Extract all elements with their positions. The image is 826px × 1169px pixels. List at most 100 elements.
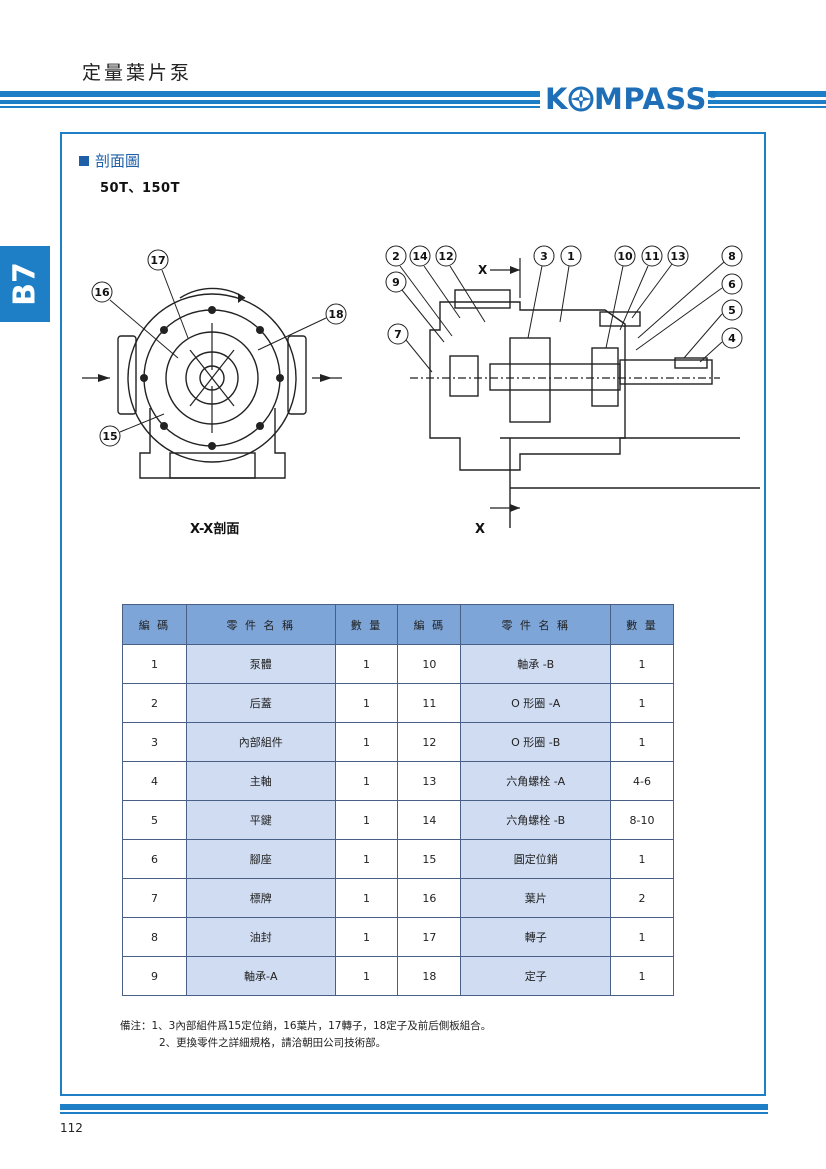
table-cell: 定子 [460, 956, 612, 996]
svg-text:11: 11 [644, 250, 659, 263]
svg-text:17: 17 [150, 254, 165, 267]
header-stripes-left [0, 91, 540, 113]
table-cell: 1 [334, 917, 399, 957]
logo-suffix: MPASS [593, 82, 707, 116]
table-cell: 9 [122, 956, 187, 996]
logo-prefix: K [545, 82, 568, 116]
header-part-name-2: 零 件 名 稱 [460, 604, 612, 645]
table-cell: 軸承 -B [460, 644, 612, 684]
svg-text:5: 5 [728, 304, 736, 317]
header-stripes-right [708, 91, 826, 113]
table-cell: 1 [334, 644, 399, 684]
chapter-tab: B7 [0, 246, 50, 322]
table-cell: 17 [397, 917, 462, 957]
svg-text:6: 6 [728, 278, 736, 291]
svg-text:12: 12 [438, 250, 453, 263]
footer-stripe-thin [60, 1112, 768, 1114]
model-label: 50T、150T [100, 181, 180, 196]
table-cell: 11 [397, 683, 462, 723]
table-cell: 1 [610, 683, 674, 723]
note-line-1: 備注：1、3內部組件爲15定位銷，16葉片，17轉子，18定子及前后側板組合。 [120, 1020, 492, 1032]
callout-6: 6 [635, 273, 743, 351]
seal-bolt [599, 311, 641, 327]
shaft-end [619, 359, 713, 385]
cross-section-drawing: 17 16 18 15 X 2 14 12 3 1 10 11 13 8 9 [82, 245, 760, 537]
svg-text:13: 13 [670, 250, 685, 263]
footer-stripe [60, 1104, 768, 1110]
table-cell: 2 [610, 878, 674, 918]
content-frame [60, 132, 766, 1096]
table-cell: 1 [334, 761, 399, 801]
header-qty: 數 量 [334, 604, 399, 645]
table-cell: 13 [397, 761, 462, 801]
header-part-name: 零 件 名 稱 [185, 604, 336, 645]
svg-text:9: 9 [392, 276, 400, 289]
page-number: 112 [60, 1121, 83, 1135]
table-cell: 腳座 [185, 839, 336, 879]
table-cell: 主軸 [185, 761, 336, 801]
bearing-b [591, 347, 619, 407]
header-qty-2: 數 量 [610, 604, 674, 645]
table-cell: 后蓋 [185, 683, 336, 723]
foot-center [169, 452, 256, 479]
registered-mark: ® [707, 90, 719, 102]
svg-text:4: 4 [728, 332, 736, 345]
table-cell: 標牌 [185, 878, 336, 918]
header-code: 編 碼 [122, 604, 187, 645]
callout-13: 13 [631, 245, 689, 319]
table-header-row: 編 碼 零 件 名 稱 數 量 編 碼 零 件 名 稱 數 量 [122, 604, 674, 645]
table-cell: 葉片 [460, 878, 612, 918]
table-cell: 1 [610, 956, 674, 996]
rear-bolt [454, 289, 511, 309]
section-marker-x: X [478, 263, 488, 277]
table-cell: 10 [397, 644, 462, 684]
callout-11: 11 [619, 245, 663, 331]
square-bullet-icon [79, 156, 89, 166]
table-cell: 1 [334, 800, 399, 840]
table-cell: O 形圈 -A [460, 683, 612, 723]
cartridge [509, 337, 551, 423]
bearing-a [449, 355, 479, 397]
svg-text:7: 7 [394, 328, 402, 341]
callout-3: 3 [527, 245, 555, 339]
left-port-flange [117, 335, 137, 415]
table-cell: O 形圈 -B [460, 722, 612, 762]
header-code-2: 編 碼 [397, 604, 462, 645]
table-cell: 16 [397, 878, 462, 918]
table-cell: 18 [397, 956, 462, 996]
svg-text:10: 10 [617, 250, 633, 263]
right-port-flange [287, 335, 307, 415]
table-cell: 1 [334, 878, 399, 918]
callout-12: 12 [435, 245, 486, 323]
table-cell: 3 [122, 722, 187, 762]
table-cell: 轉子 [460, 917, 612, 957]
table-cell: 內部組件 [185, 722, 336, 762]
table-cell: 7 [122, 878, 187, 918]
callout-15: 15 [99, 413, 165, 447]
right-view-caption: X [475, 522, 485, 537]
callout-10: 10 [605, 245, 636, 349]
table-cell: 1 [334, 839, 399, 879]
table-cell: 六角螺栓 -B [460, 800, 612, 840]
notes: 備注：1、3內部組件爲15定位銷，16葉片，17轉子，18定子及前后側板組合。 … [120, 1018, 491, 1052]
table-cell: 1 [610, 917, 674, 957]
svg-text:8: 8 [728, 250, 736, 263]
callout-1: 1 [559, 245, 582, 323]
table-cell: 1 [122, 644, 187, 684]
table-cell: 15 [397, 839, 462, 879]
table-cell: 泵體 [185, 644, 336, 684]
callout-2: 2 [385, 245, 453, 337]
callout-18: 18 [257, 303, 347, 351]
svg-text:15: 15 [102, 430, 117, 443]
callout-9: 9 [385, 271, 445, 343]
brand-logo: K MPASS® [545, 82, 718, 119]
